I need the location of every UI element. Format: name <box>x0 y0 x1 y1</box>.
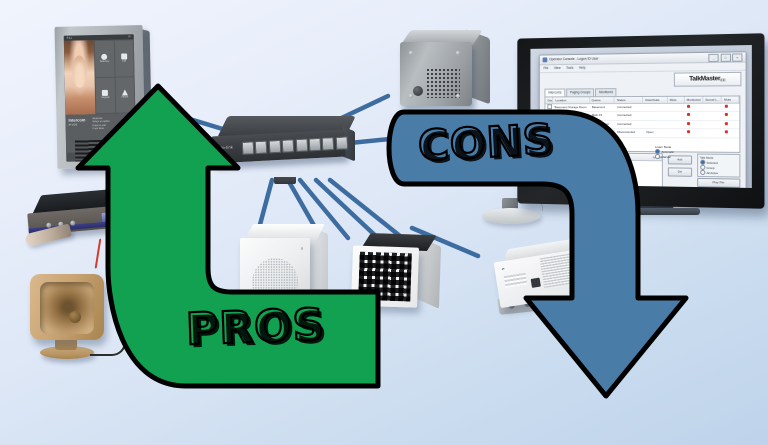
listen-mode-automatic-label: Automatic <box>661 149 674 154</box>
horn-base <box>40 346 94 359</box>
listen-mode-manual[interactable]: Manual <box>655 154 679 159</box>
horn-speaker[interactable] <box>26 272 126 364</box>
listen-mode-box: Listen Mode Automatic Manual <box>655 145 679 159</box>
cons-label: CONS <box>416 113 557 171</box>
cons-arrow <box>386 109 689 399</box>
monitor-foot <box>616 208 700 215</box>
vandal-resistant-station[interactable] <box>392 28 498 112</box>
listen-mode-manual-label: Manual <box>661 154 671 159</box>
vrs-speaker-holes <box>426 68 460 98</box>
horn-mouth <box>40 282 94 334</box>
switch-mount-tab <box>274 177 296 184</box>
link-switch-to-ip-amp <box>313 177 383 243</box>
vrs-screw-tr <box>456 51 460 55</box>
listen-mode-automatic[interactable]: Automatic <box>655 149 679 154</box>
radio-icon <box>655 154 660 159</box>
horn-bell <box>30 274 104 340</box>
vrs-screw-bl <box>409 94 413 98</box>
wall-speaker-led <box>300 247 303 250</box>
horn-driver <box>69 311 81 323</box>
radio-icon <box>655 149 660 154</box>
ceiling-speaker[interactable] <box>482 198 544 232</box>
vrs-screw-tl <box>409 51 413 55</box>
ceiling-speaker-dome <box>482 208 540 224</box>
vrs-screw-br <box>456 94 460 98</box>
operator-monitor: Operator Console - Logon ID User _ □ × F… <box>512 33 765 215</box>
link-switch-to-wall-speaker <box>255 177 275 235</box>
vrs-call-button[interactable] <box>413 86 423 96</box>
link-monitor-to-ip-amp <box>409 225 481 259</box>
listen-mode-title: Listen Mode <box>655 145 672 149</box>
link-switch-to-ceiling-speaker <box>297 177 351 241</box>
vrs-faceplate <box>400 42 472 106</box>
pros-label: PROS <box>184 298 327 356</box>
network-switch[interactable]: tp-link <box>211 116 356 184</box>
pros-arrow <box>75 83 381 389</box>
